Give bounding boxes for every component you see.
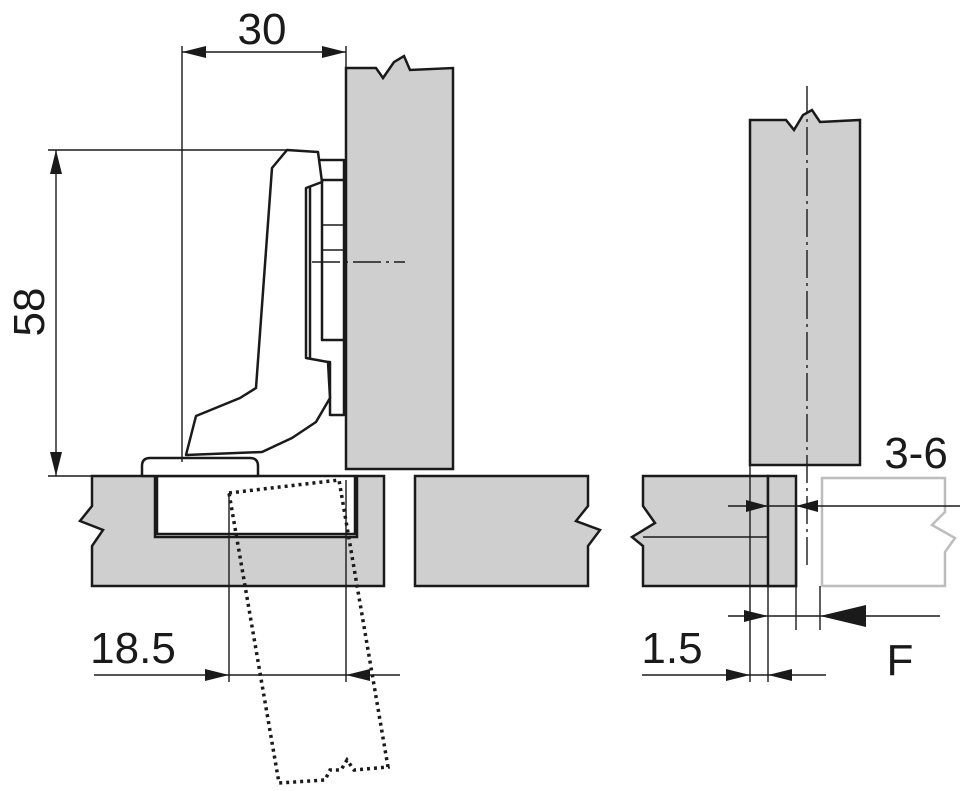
dim-f-arrow-left [744,610,768,622]
dimension-30: 30 [181,5,347,462]
right-overlay-assembly: 3-6 F 1.5 [629,86,960,685]
dim-58-arrow-top [50,150,62,174]
dimension-3-6: 3-6 [728,429,960,512]
dim-f-arrow-right [820,605,866,627]
dimension-f: F [728,465,940,685]
dim-18-5-arrow-left [205,669,229,681]
open-door-dotted-outline [226,478,391,785]
middle-cabinet-panel [413,474,603,588]
dim-1-5-arrow-left [726,669,750,681]
hinge-arm [184,148,332,457]
dimension-1-5: 1.5 [641,624,826,681]
dim-f-label: F [887,636,914,685]
dim-30-label: 30 [238,5,287,54]
dim-18-5-label: 18.5 [90,624,176,673]
dim-18-5-arrow-right [346,669,370,681]
hinge-boss [140,456,260,478]
dim-3-6-arrow-right [796,500,818,512]
hinge-cup [155,474,357,536]
dimension-18-5: 18.5 [90,480,400,682]
right-cabinet-edge [766,474,798,588]
cabinet-side-panel [77,474,386,588]
dim-3-6-label: 3-6 [884,429,948,478]
dim-30-arrow-left [182,46,206,58]
mounting-plate-detail [320,178,346,342]
dim-58-label: 58 [5,288,54,337]
dimension-58: 58 [5,149,287,477]
dim-1-5-arrow-right [768,669,792,681]
dim-30-arrow-right [322,46,346,58]
ghost-neighbour-panel [820,476,957,588]
right-door-panel [748,108,862,467]
dim-58-arrow-bottom [50,452,62,476]
dim-1-5-label: 1.5 [641,624,702,673]
left-hinge-assembly: 30 58 18.5 [5,5,603,785]
dim-3-6-arrow-left [746,500,768,512]
